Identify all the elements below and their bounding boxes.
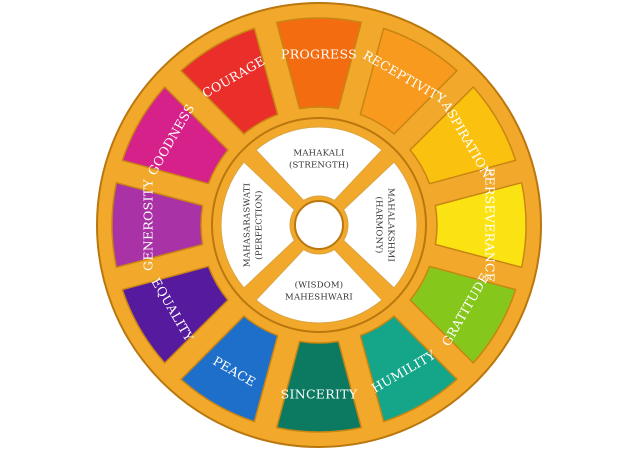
power-lobe-right — [343, 161, 418, 289]
petal-equality — [121, 265, 229, 364]
petal-label-sincerity: SINCERITY — [281, 387, 358, 402]
power-label-right-line2: (HARMONY) — [374, 196, 385, 253]
power-label-top-line1: MAHAKALI — [293, 149, 344, 159]
power-lobe-bottom — [255, 249, 383, 324]
power-label-left-line1: MAHASARASWATI — [243, 183, 253, 267]
petal-peace — [180, 315, 279, 423]
petal-perseverance — [434, 181, 527, 269]
petal-courage — [180, 27, 279, 135]
petal-progress — [275, 17, 363, 110]
petal-humility — [359, 315, 458, 423]
petal-receptivity — [359, 27, 458, 135]
power-lobe-left — [220, 161, 295, 289]
petal-label-progress: PROGRESS — [281, 47, 357, 62]
power-label-top-line2: (STRENGTH) — [289, 160, 349, 171]
center-circle — [294, 200, 344, 250]
power-label-bottom-line2: MAHESHWARI — [285, 293, 353, 303]
petal-aspiration — [409, 86, 517, 185]
petal-sincerity — [275, 340, 363, 433]
four-powers-group: MAHAKALI(STRENGTH) MAHALAKSHMI(HARMONY) (W… — [220, 126, 418, 324]
petal-label-perseverance: PERSEVERANCE — [483, 168, 498, 282]
petal-gratitude — [409, 265, 517, 364]
petal-label-generosity: GENEROSITY — [141, 179, 156, 271]
power-label-left-line2: (PERFECTION) — [254, 190, 265, 259]
power-lobe-top — [255, 126, 383, 201]
power-label-bottom-line1: (WISDOM) — [295, 280, 344, 291]
petal-generosity — [111, 181, 204, 269]
power-label-right-line1: MAHALAKSHMI — [386, 188, 396, 262]
petal-goodness — [121, 86, 229, 185]
